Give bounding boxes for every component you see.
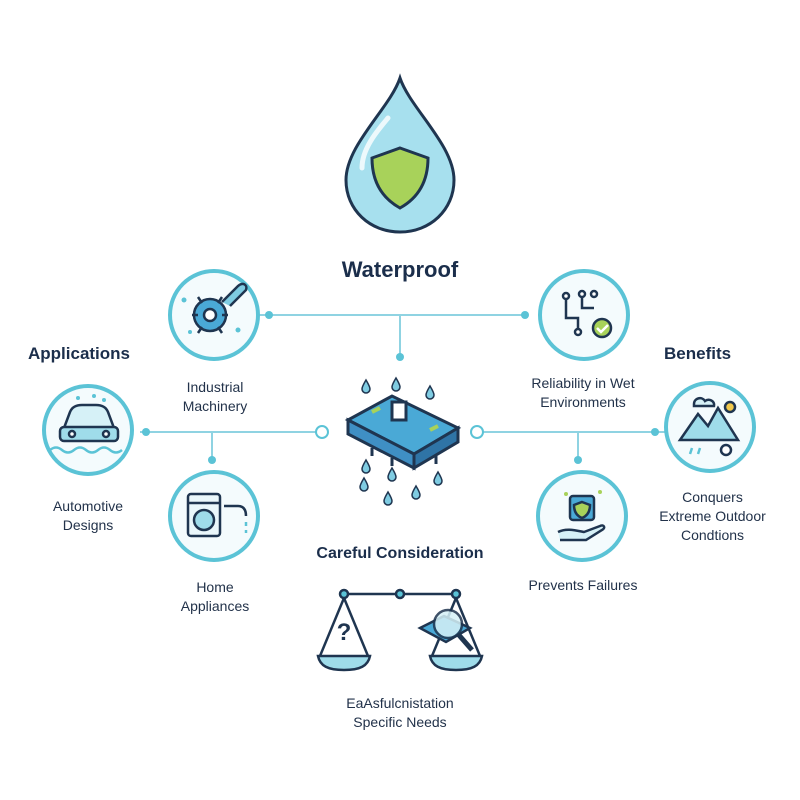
water-drop-icon [344, 73, 456, 234]
outdoor-label: Conquers Extreme Outdoor Condtions [645, 488, 780, 545]
connector-lines [140, 314, 665, 460]
label-line: Prevents Failures [528, 577, 638, 593]
careful-caption: EaAsfulcnistation Specific Needs [320, 694, 480, 732]
label-line: Appliances [180, 598, 250, 614]
hand-chip-icon [557, 494, 606, 542]
label-line: Extreme Outdoor [659, 508, 766, 524]
outdoor-node [664, 381, 756, 473]
home-appliances-node [168, 470, 260, 562]
industrial-machinery-label: Industrial Machinery [150, 378, 280, 416]
circuit-check-icon [561, 289, 613, 339]
connector-ring-right [470, 425, 484, 439]
label-line: Machinery [182, 398, 248, 414]
reliability-label: Reliability in Wet Environments [508, 374, 658, 412]
reliability-node [538, 269, 630, 361]
label-line: Industrial [186, 379, 244, 395]
label-line: Conquers [682, 489, 743, 505]
washing-machine-icon [186, 492, 222, 538]
shield-icon [370, 146, 430, 210]
home-appliances-label: Home Appliances [150, 578, 280, 616]
careful-consideration-heading: Careful Consideration [316, 545, 484, 562]
industrial-machinery-node [168, 269, 260, 361]
label-line: Reliability in Wet [531, 375, 635, 391]
automotive-node [42, 384, 134, 476]
svg-text:?: ? [337, 619, 352, 646]
label-line: Automotive [52, 498, 124, 514]
car-icon [49, 403, 123, 454]
label-line: Home [196, 579, 234, 595]
prevents-failures-label: Prevents Failures [508, 576, 658, 595]
label-line: EaAsfulcnistation [346, 695, 454, 711]
magnifier-icon [417, 608, 474, 652]
diagram-title: Waterproof [341, 257, 459, 282]
prevents-failures-node [536, 470, 628, 562]
faucet-icon [224, 504, 248, 533]
applications-heading: Applications [28, 344, 131, 363]
label-line: Specific Needs [353, 714, 447, 730]
gear-wrench-icon [192, 282, 248, 334]
connector-ring-left [315, 425, 329, 439]
water-droplets [359, 376, 443, 506]
connector-dots [142, 311, 659, 464]
label-line: Condtions [680, 527, 745, 543]
mountain-weather-icon [677, 396, 741, 457]
automotive-label: Automotive Designs [28, 497, 148, 535]
label-line: Environments [540, 394, 626, 410]
label-line: Designs [62, 517, 114, 533]
benefits-heading: Benefits [664, 344, 732, 363]
waterproof-chip-icon [344, 394, 462, 471]
